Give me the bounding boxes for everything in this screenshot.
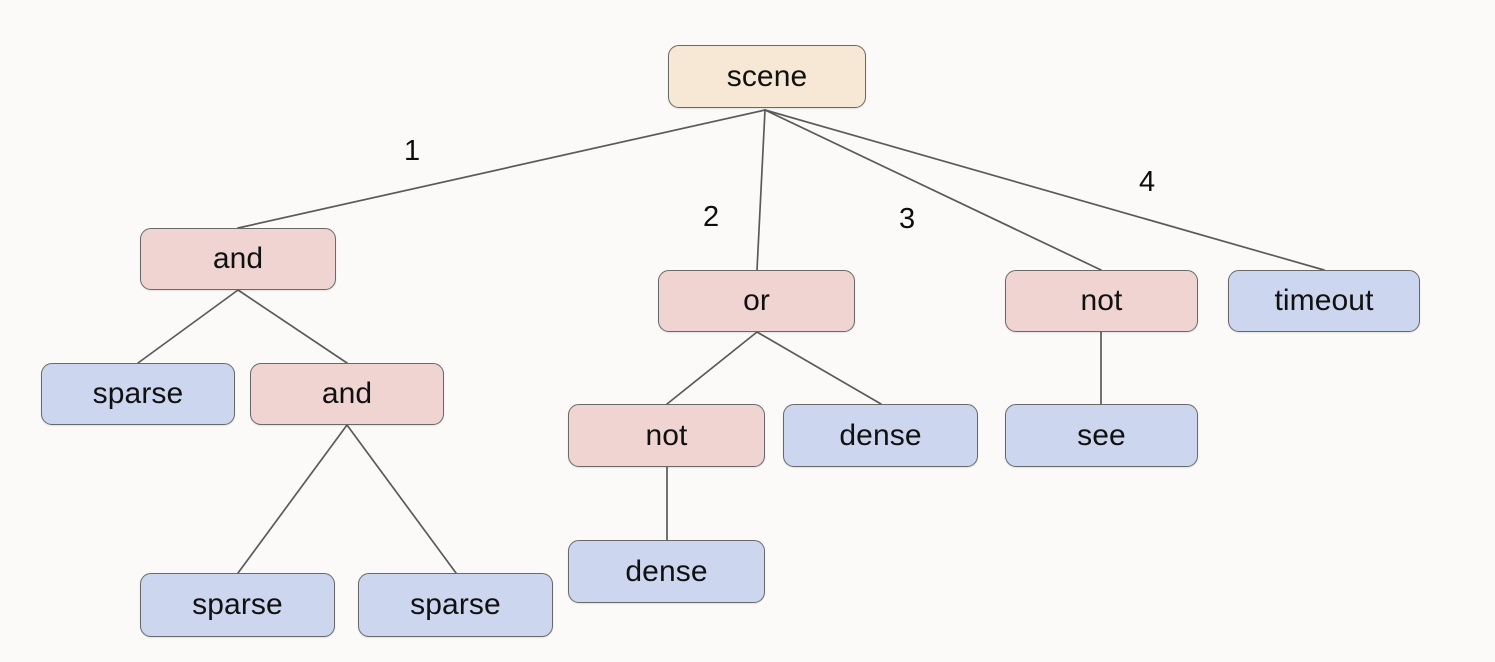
tree-node-label: or bbox=[743, 284, 770, 317]
edge-label-1: 1 bbox=[404, 135, 421, 167]
edge-label-4: 4 bbox=[1139, 166, 1156, 198]
tree-node-label: dense bbox=[839, 418, 922, 452]
tree-node-label: sparse bbox=[92, 377, 184, 410]
tree-edge-and1-to-and2 bbox=[237, 289, 348, 364]
tree-node-dense1[interactable]: dense bbox=[783, 404, 978, 467]
edge-label-2: 2 bbox=[703, 201, 720, 233]
tree-edge-scene-to-or1 bbox=[756, 109, 766, 271]
tree-edge-and2-to-sparse2 bbox=[237, 424, 348, 574]
tree-node-label: sparse bbox=[410, 588, 501, 621]
tree-edge-scene-to-and1 bbox=[237, 109, 766, 229]
tree-node-scene[interactable]: scene bbox=[668, 45, 866, 108]
edge-label-3: 3 bbox=[899, 203, 916, 235]
tree-node-see[interactable]: see bbox=[1005, 404, 1198, 467]
tree-edge-and1-to-sparse1 bbox=[137, 289, 239, 364]
tree-node-label: not bbox=[645, 418, 688, 452]
tree-node-and2[interactable]: and bbox=[250, 363, 444, 425]
tree-node-sparse2[interactable]: sparse bbox=[140, 573, 335, 637]
tree-node-timeout[interactable]: timeout bbox=[1228, 270, 1420, 332]
tree-node-label: sparse bbox=[192, 588, 283, 621]
tree-node-sparse3[interactable]: sparse bbox=[358, 573, 553, 637]
tree-node-not2[interactable]: not bbox=[568, 404, 765, 467]
tree-node-and1[interactable]: and bbox=[140, 228, 336, 290]
tree-node-dense2[interactable]: dense bbox=[568, 540, 765, 603]
tree-edge-or1-to-not2 bbox=[666, 331, 758, 405]
tree-edge-scene-to-timeout bbox=[764, 109, 1325, 271]
tree-edge-or1-to-dense1 bbox=[756, 331, 882, 405]
tree-edge-and2-to-sparse3 bbox=[346, 424, 457, 574]
tree-node-label: timeout bbox=[1274, 284, 1374, 317]
tree-node-label: dense bbox=[625, 554, 708, 588]
tree-node-not1[interactable]: not bbox=[1005, 270, 1198, 332]
tree-node-label: and bbox=[212, 242, 264, 275]
tree-node-sparse1[interactable]: sparse bbox=[41, 363, 235, 425]
tree-node-label: scene bbox=[726, 59, 808, 93]
tree-node-or1[interactable]: or bbox=[658, 270, 855, 332]
tree-edge-scene-to-not1 bbox=[764, 109, 1102, 271]
tree-node-label: and bbox=[321, 377, 373, 410]
tree-node-label: not bbox=[1080, 284, 1123, 317]
tree-node-label: see bbox=[1077, 418, 1126, 452]
